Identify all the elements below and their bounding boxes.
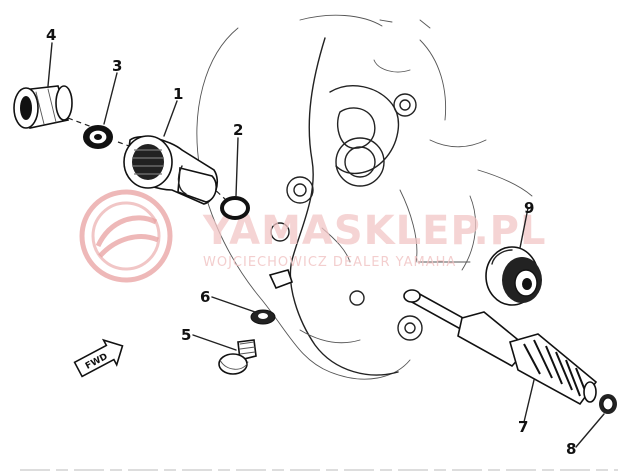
part-8-washer <box>599 394 617 414</box>
crankcase-outline <box>196 14 533 380</box>
forward-direction-arrow-icon: FWD <box>73 338 124 378</box>
part-3-washer <box>83 125 113 149</box>
part-5-bolt <box>218 339 257 375</box>
part-4-bushing <box>13 85 73 129</box>
callout-5: 5 <box>181 326 191 344</box>
callout-6: 6 <box>200 288 210 306</box>
watermark: YAMASKLEP.PL WOJCIECHOWICZ DEALER YAMAHA <box>79 189 546 283</box>
watermark-subtitle: WOJCIECHOWICZ DEALER YAMAHA <box>203 255 456 270</box>
watermark-title: YAMASKLEP.PL <box>202 208 546 254</box>
callout-3: 3 <box>112 57 122 75</box>
watermark-logo-icon <box>79 189 173 283</box>
part-2-o-ring <box>220 196 250 220</box>
callout-8: 8 <box>566 440 576 458</box>
callout-labels: 4 3 1 2 6 5 9 7 8 <box>46 26 576 458</box>
callout-2: 2 <box>233 121 243 139</box>
part-9-oil-seal <box>485 246 542 306</box>
part-6-washer <box>250 309 276 325</box>
part-1-housing <box>123 135 219 205</box>
callout-9: 9 <box>524 199 534 217</box>
callout-7: 7 <box>518 418 528 436</box>
locking-tab <box>268 269 294 290</box>
callout-leaders <box>47 42 605 448</box>
callout-4: 4 <box>46 26 56 44</box>
callout-1: 1 <box>173 85 183 103</box>
part-7-shaft-gear <box>403 289 598 406</box>
